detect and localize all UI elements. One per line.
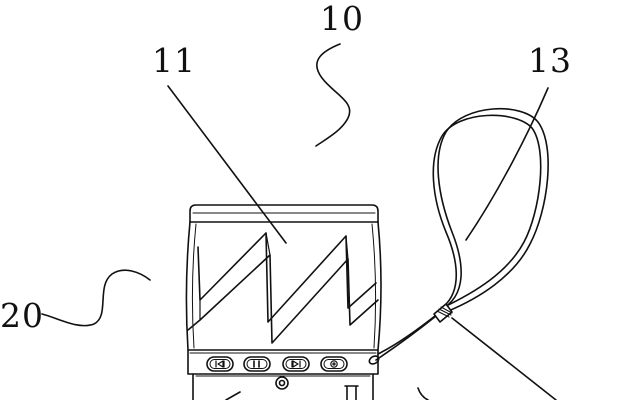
pause-icon	[254, 361, 259, 367]
reference-label-10: 10	[320, 0, 364, 38]
lanyard-loop-inner	[433, 115, 540, 308]
play-pause-button[interactable]	[244, 357, 270, 371]
lanyard-loop-outer	[438, 109, 548, 312]
next-track-icon	[292, 361, 300, 367]
reference-label-13: 13	[528, 41, 572, 80]
lower-base	[193, 374, 373, 400]
lanyard-slider	[434, 304, 452, 322]
reference-label-20: 20	[0, 296, 44, 335]
top-cap	[190, 205, 378, 222]
next-track-button[interactable]	[283, 357, 309, 371]
lanyard	[368, 109, 556, 400]
lanyard-cord	[378, 312, 440, 354]
power-button[interactable]	[321, 357, 347, 371]
previous-track-icon	[216, 361, 224, 367]
lanyard-eyelet	[368, 354, 380, 365]
bottom-hint-curve	[418, 388, 428, 400]
control-buttons	[207, 357, 347, 371]
body-outline	[186, 222, 381, 350]
leader-10	[316, 44, 350, 146]
power-icon	[331, 361, 337, 367]
leader-20	[42, 270, 150, 325]
front-panel-zigzag	[188, 233, 378, 343]
leader-11	[168, 86, 286, 243]
leader-13	[466, 88, 548, 240]
speaker-body	[186, 205, 381, 400]
base-jack	[276, 377, 288, 389]
previous-track-button[interactable]	[207, 357, 233, 371]
foot-post	[345, 386, 358, 400]
reference-label-11: 11	[152, 41, 196, 80]
leader-slider	[452, 318, 556, 400]
